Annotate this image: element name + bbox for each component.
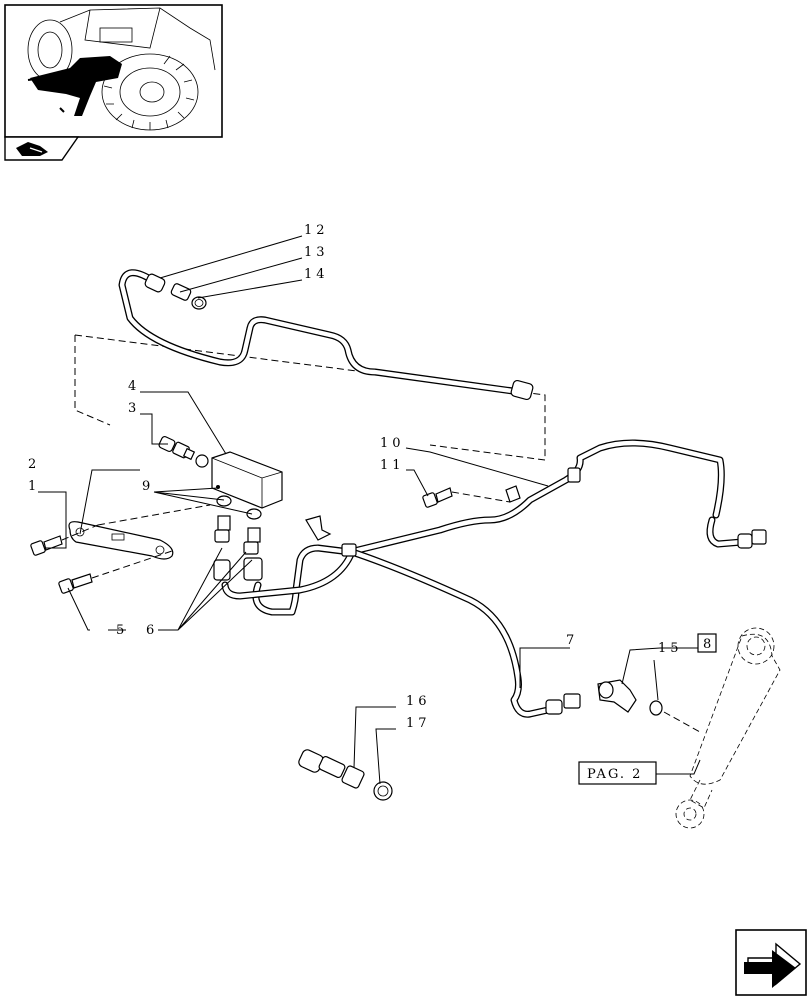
callout-13: 13 (304, 245, 329, 260)
svg-text:PAG. 2: PAG. 2 (587, 767, 642, 782)
adapter-fittings-6 (213, 515, 263, 581)
callout-17: 17 (406, 716, 431, 731)
page-reference-box[interactable]: PAG. 2 (578, 761, 657, 785)
callout-9: 9 (142, 479, 154, 494)
callout-10: 10 (380, 436, 405, 451)
reference-dashed-outline (74, 334, 546, 461)
seal-rings-9 (216, 495, 262, 520)
callout-2: 2 (28, 457, 40, 472)
seal-ring-14 (191, 296, 207, 310)
fitting-16 (298, 749, 365, 789)
callout-12: 12 (304, 223, 329, 238)
callout-3: 3 (128, 401, 140, 416)
bolt-11 (422, 487, 453, 508)
bracket-2 (68, 521, 174, 560)
pipe-7 (221, 548, 581, 718)
elbow-fitting-15 (597, 679, 663, 716)
seal-ring-near-3 (195, 454, 209, 468)
svg-text:8: 8 (703, 637, 711, 652)
callout-7: 7 (566, 633, 578, 648)
bolt-5 (58, 573, 93, 594)
callout-6: 6 (146, 623, 158, 638)
callout-5: 5 (116, 623, 128, 638)
fitting-3 (158, 435, 196, 461)
bolt-1 (30, 535, 63, 556)
pipe-clamps (305, 467, 581, 557)
next-page-arrow-icon[interactable] (735, 929, 807, 996)
callout-labels: 12 13 14 4 3 2 1 9 5 6 10 11 7 15 16 17 (28, 223, 683, 731)
callout-11: 11 (380, 458, 405, 473)
callout-1: 1 (28, 479, 40, 494)
leader-lines (38, 235, 701, 785)
reference-box-8[interactable]: 8 (697, 633, 717, 653)
upper-hydraulic-pipe (118, 269, 534, 401)
callout-16: 16 (406, 694, 431, 709)
pipe-10 (252, 439, 767, 616)
hydraulic-cylinder (675, 627, 781, 829)
callout-4: 4 (128, 379, 140, 394)
callout-14: 14 (304, 267, 329, 282)
tractor-thumbnail-icon (4, 4, 223, 138)
section-tab-icon (4, 136, 80, 161)
seal-ring-17 (373, 781, 393, 801)
callout-15: 15 (658, 641, 683, 656)
